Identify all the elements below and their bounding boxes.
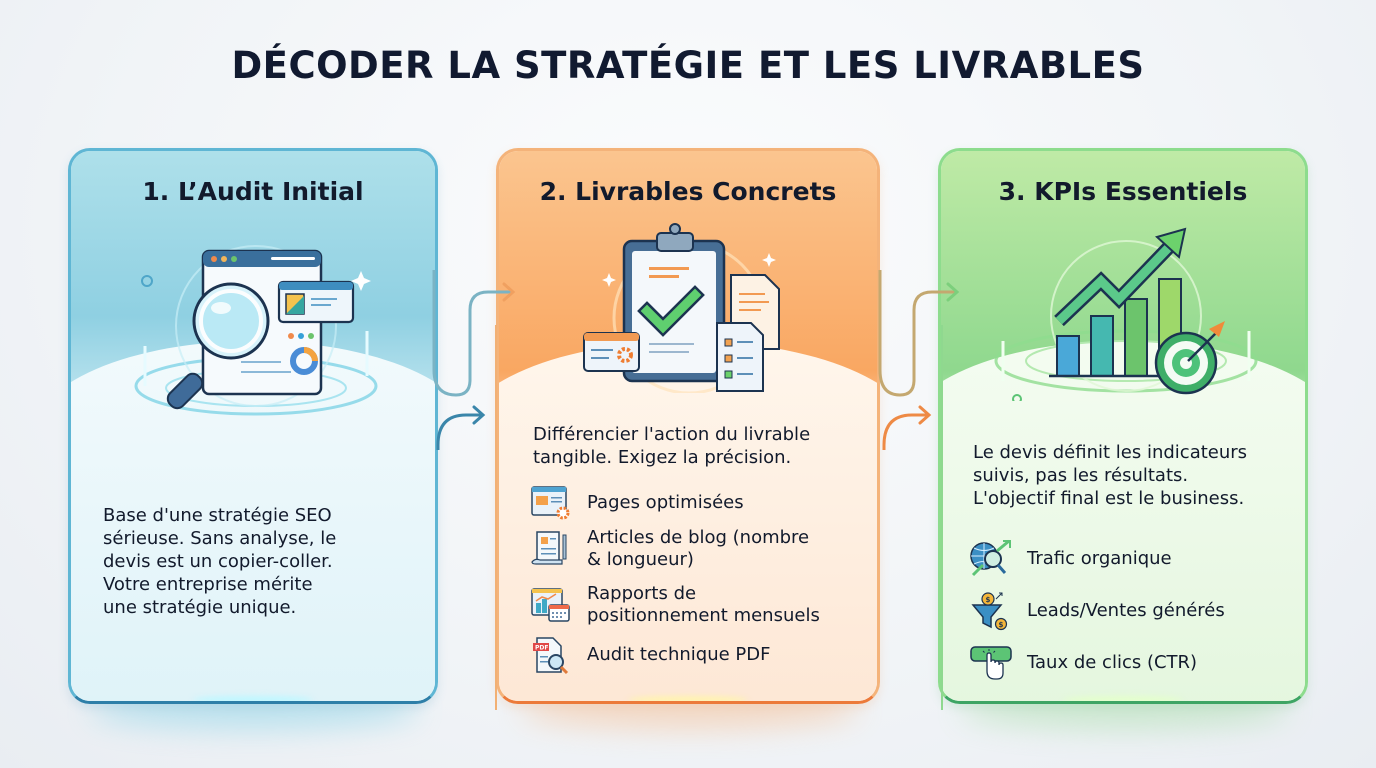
list-item: Trafic organique bbox=[969, 533, 1225, 585]
list-item: Taux de clics (CTR) bbox=[969, 637, 1225, 689]
list-item: PDF Audit technique PDF bbox=[529, 633, 820, 677]
svg-text:$: $ bbox=[986, 596, 991, 604]
list-item: Pages optimisées bbox=[529, 485, 820, 521]
svg-text:PDF: PDF bbox=[535, 645, 548, 652]
blog-article-icon bbox=[531, 531, 567, 565]
clipboard-checkmark-icon bbox=[583, 223, 780, 393]
card-kpis-essentiels: 3. KPIs Essentiels Le devis définit les … bbox=[938, 148, 1308, 704]
magnifier-over-webpage-icon bbox=[134, 245, 378, 416]
card-heading: 3. KPIs Essentiels bbox=[998, 177, 1248, 206]
growth-chart-target-icon bbox=[994, 227, 1258, 401]
card-livrables-concrets: 2. Livrables Concrets Différencier l'act… bbox=[496, 148, 880, 704]
ranking-report-calendar-icon bbox=[531, 588, 570, 622]
connector-livrables-to-kpis bbox=[878, 270, 960, 710]
deliverables-list: Pages optimisées Articles de blog (nombr… bbox=[529, 485, 820, 677]
optimized-page-gear-icon bbox=[531, 486, 570, 520]
card-heading: 1. L’Audit Initial bbox=[142, 177, 364, 206]
card-audit-initial: 1. L’Audit Initial Base d'une stratégie … bbox=[68, 148, 438, 704]
card-body-text: Le devis définit les indicateurs suivis,… bbox=[973, 442, 1248, 509]
funnel-coins-icon: $ $ bbox=[971, 592, 1008, 631]
card-body-text: Différencier l'action du livrable tangib… bbox=[533, 424, 811, 468]
list-item: Articles de blog (nombre& longueur) bbox=[529, 521, 820, 577]
connector-audit-to-livrables bbox=[432, 270, 516, 710]
svg-text:$: $ bbox=[999, 621, 1004, 629]
list-item: $ $ Leads/Ventes générés bbox=[969, 585, 1225, 637]
card-body-text: Base d'une stratégie SEO sérieuse. Sans … bbox=[103, 505, 337, 618]
card-heading: 2. Livrables Concrets bbox=[539, 177, 837, 206]
pdf-audit-magnifier-icon: PDF bbox=[533, 637, 569, 675]
globe-traffic-icon bbox=[970, 539, 1011, 577]
kpi-list: Trafic organique $ $ Leads/Ventes généré… bbox=[969, 533, 1225, 689]
page-title: DÉCODER LA STRATÉGIE ET LES LIVRABLES bbox=[231, 44, 1145, 87]
click-button-hand-icon bbox=[970, 646, 1012, 680]
